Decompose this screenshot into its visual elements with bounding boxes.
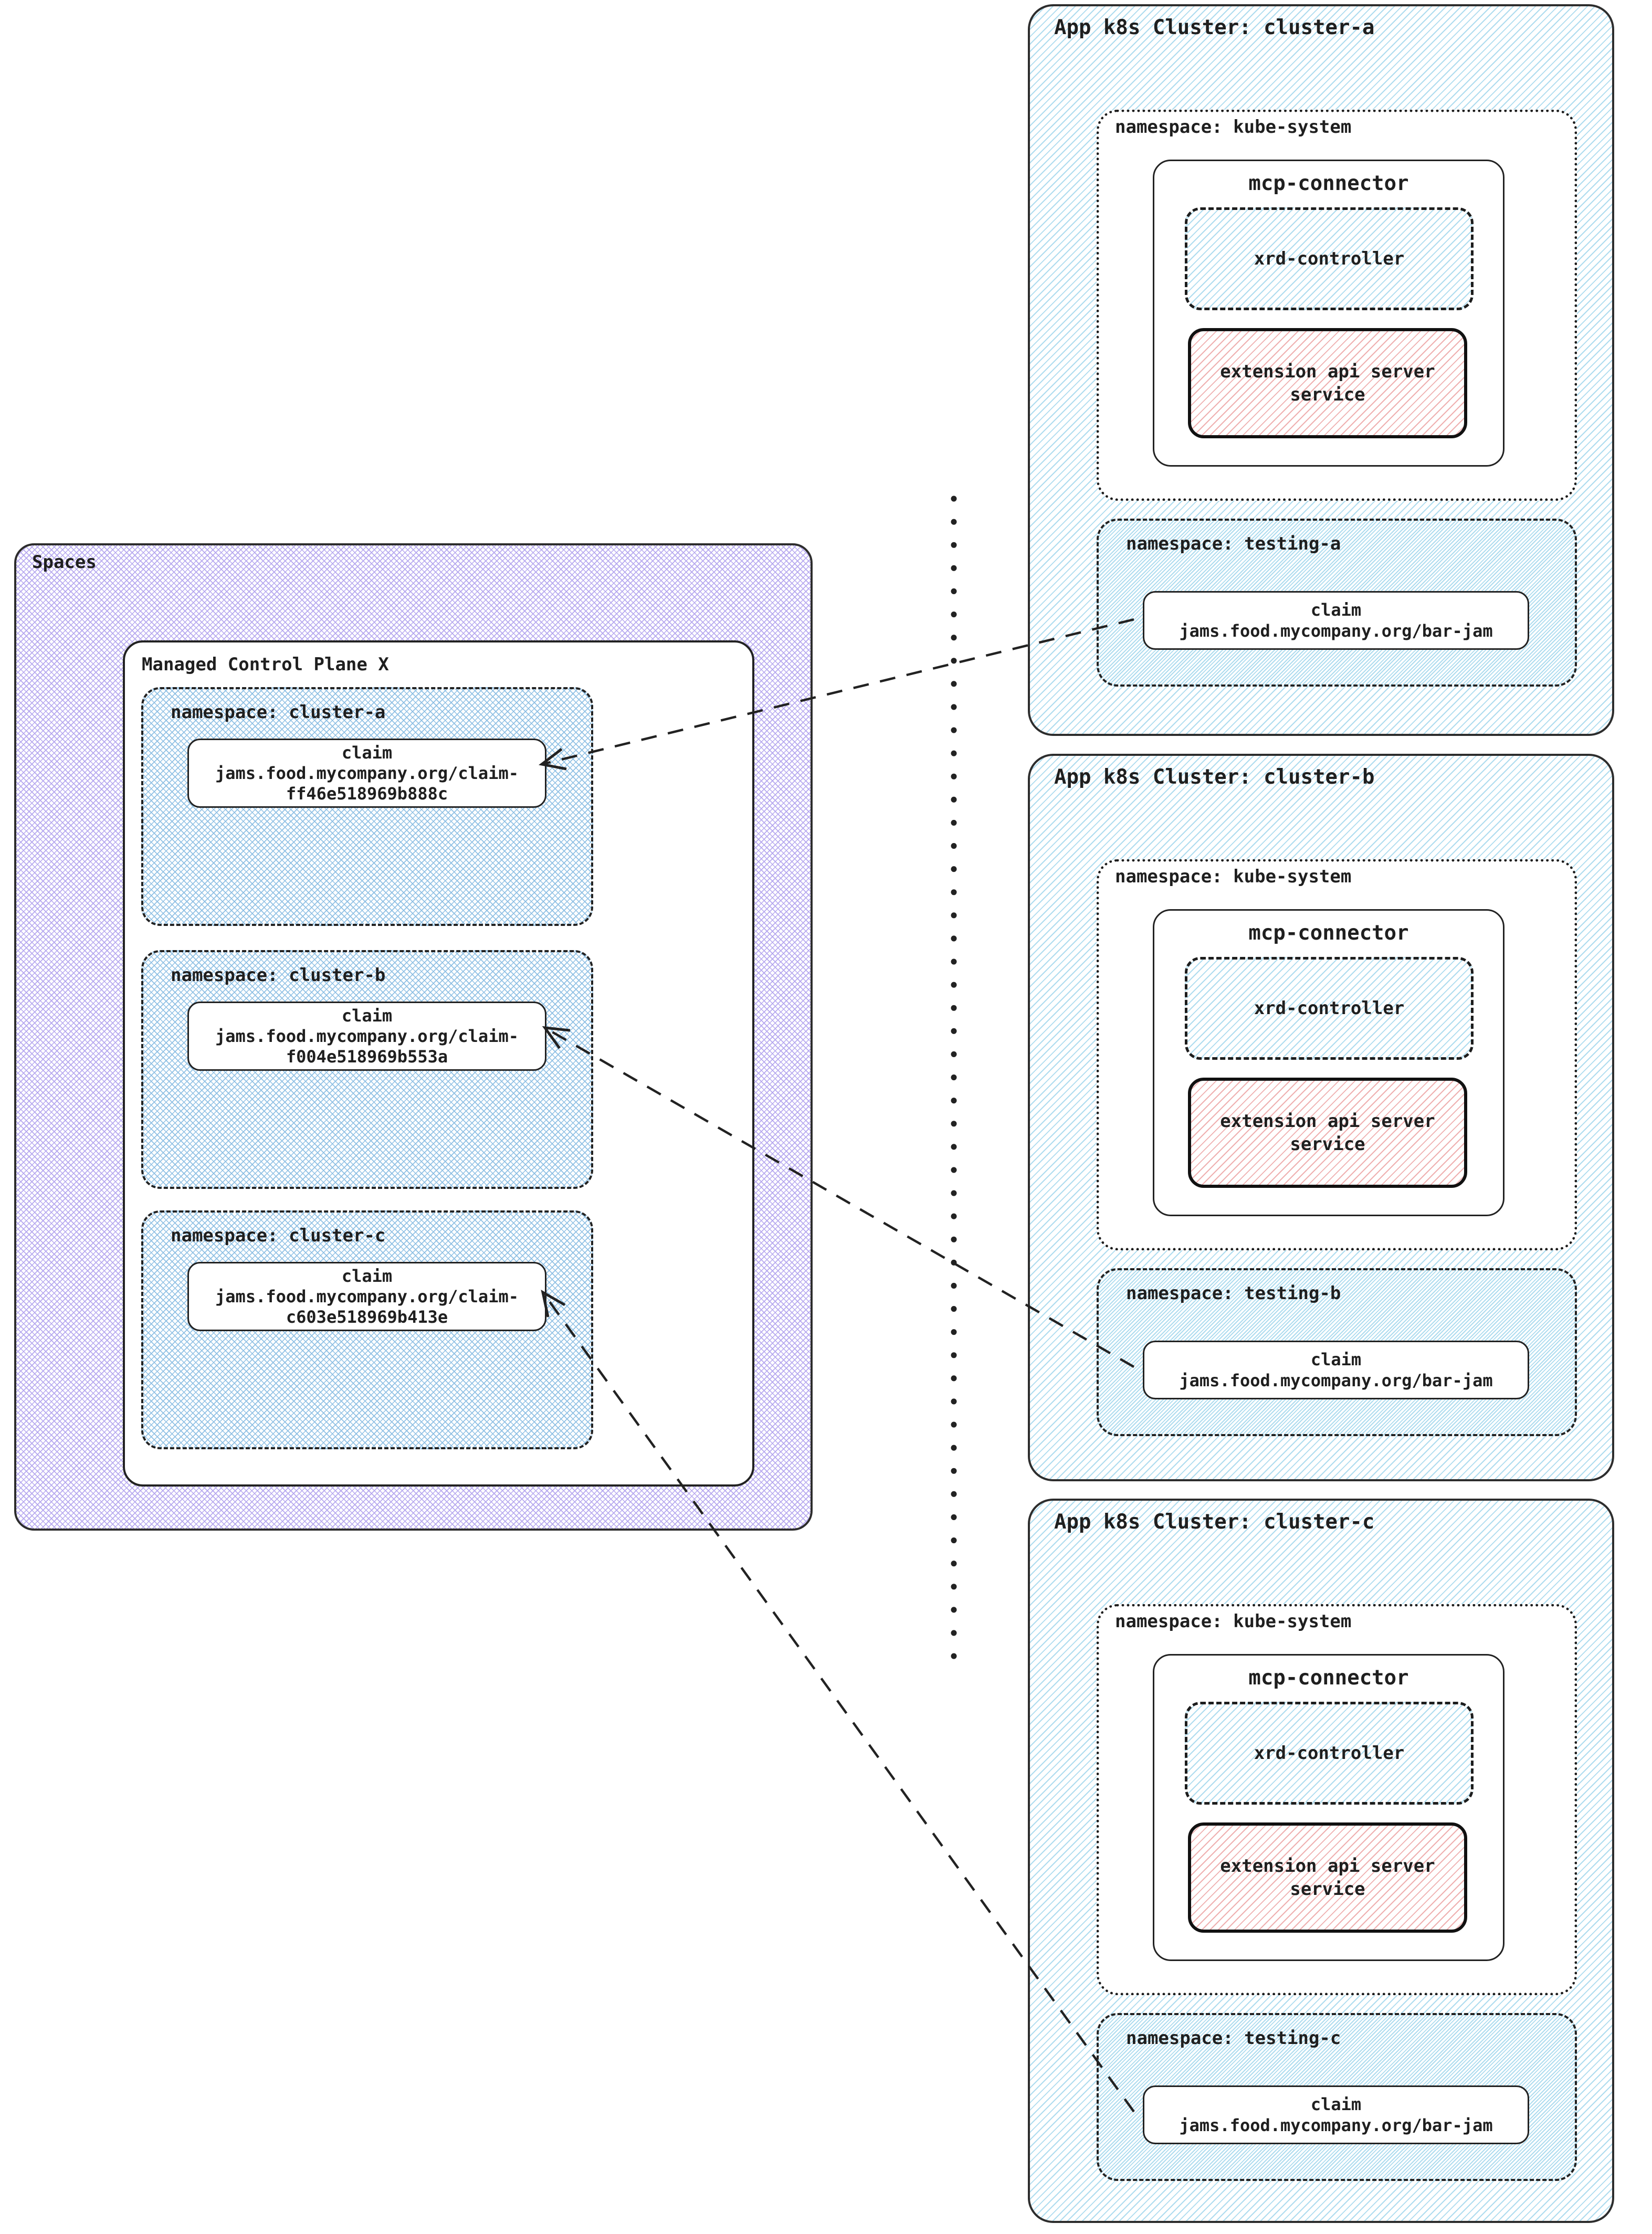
mcp-connector-box-b: mcp-connector xrd-controller extension a… [1153, 909, 1504, 1216]
claim-name-line1: jams.food.mycompany.org/claim- [215, 1026, 519, 1046]
xrd-controller-box-a: xrd-controller [1185, 207, 1474, 310]
claim-box-cluster-a: claim jams.food.mycompany.org/claim- ff4… [187, 739, 546, 808]
mcp-connector-box-c: mcp-connector xrd-controller extension a… [1153, 1654, 1504, 1961]
claim-title: claim [1310, 2094, 1362, 2114]
xrd-controller-label-c: xrd-controller [1254, 1743, 1405, 1764]
extension-api-server-box-b: extension api server service [1188, 1078, 1467, 1188]
app-cluster-c-box: App k8s Cluster: cluster-c namespace: ku… [1028, 1499, 1614, 2223]
claim-box-testing-c: claim jams.food.mycompany.org/bar-jam [1143, 2085, 1529, 2144]
spaces-box: Spaces Managed Control Plane X namespace… [14, 543, 813, 1531]
claim-box-testing-b: claim jams.food.mycompany.org/bar-jam [1143, 1341, 1529, 1399]
testing-c-namespace-box: namespace: testing-c claim jams.food.myc… [1097, 2013, 1577, 2181]
mcp-connector-title-a: mcp-connector [1248, 172, 1409, 195]
xrd-controller-label-b: xrd-controller [1254, 998, 1405, 1019]
xrd-controller-box-c: xrd-controller [1185, 1702, 1474, 1805]
mcp-connector-title-c: mcp-connector [1248, 1666, 1409, 1690]
claim-title: claim [341, 742, 393, 763]
xrd-controller-box-b: xrd-controller [1185, 957, 1474, 1060]
kube-system-label-b: namespace: kube-system [1115, 866, 1352, 887]
namespace-cluster-b-label: namespace: cluster-b [171, 965, 386, 986]
mcp-connector-box-a: mcp-connector xrd-controller extension a… [1153, 160, 1504, 467]
claim-name-line1: jams.food.mycompany.org/claim- [215, 1286, 519, 1306]
claim-name-line2: f004e518969b553a [286, 1046, 448, 1067]
claim-name: jams.food.mycompany.org/bar-jam [1179, 621, 1493, 641]
app-cluster-a-box: App k8s Cluster: cluster-a namespace: ku… [1028, 4, 1614, 736]
extension-api-server-box-c: extension api server service [1188, 1822, 1467, 1933]
claim-box-cluster-b: claim jams.food.mycompany.org/claim- f00… [187, 1002, 546, 1071]
claim-name: jams.food.mycompany.org/bar-jam [1179, 1371, 1493, 1390]
claim-name-line2: ff46e518969b888c [286, 783, 448, 804]
claim-title: claim [1310, 600, 1362, 620]
extension-api-server-box-a: extension api server service [1188, 328, 1467, 438]
testing-c-label: namespace: testing-c [1126, 2028, 1341, 2049]
extension-api-server-label-b: extension api server service [1220, 1111, 1435, 1155]
namespace-cluster-c-label: namespace: cluster-c [171, 1225, 386, 1246]
mcp-connector-title-b: mcp-connector [1248, 921, 1409, 945]
kube-system-label-c: namespace: kube-system [1115, 1611, 1352, 1632]
testing-b-namespace-box: namespace: testing-b claim jams.food.myc… [1097, 1268, 1577, 1436]
app-cluster-c-title: App k8s Cluster: cluster-c [1054, 1510, 1375, 1534]
spaces-label: Spaces [32, 552, 97, 573]
testing-a-label: namespace: testing-a [1126, 533, 1341, 554]
claim-title: claim [341, 1266, 393, 1286]
kube-system-label-a: namespace: kube-system [1115, 117, 1352, 138]
managed-control-plane-box: Managed Control Plane X namespace: clust… [123, 640, 754, 1487]
claim-title: claim [341, 1005, 393, 1026]
app-cluster-a-title: App k8s Cluster: cluster-a [1054, 16, 1375, 39]
testing-a-namespace-box: namespace: testing-a claim jams.food.myc… [1097, 519, 1577, 687]
namespace-cluster-a-label: namespace: cluster-a [171, 702, 386, 723]
namespace-cluster-b-box: namespace: cluster-b claim jams.food.myc… [141, 950, 593, 1189]
app-cluster-b-box: App k8s Cluster: cluster-b namespace: ku… [1028, 754, 1614, 1481]
namespace-cluster-c-box: namespace: cluster-c claim jams.food.myc… [141, 1210, 593, 1449]
managed-control-plane-title: Managed Control Plane X [142, 654, 389, 675]
testing-b-label: namespace: testing-b [1126, 1283, 1341, 1304]
claim-name-line1: jams.food.mycompany.org/claim- [215, 763, 519, 783]
namespace-cluster-a-box: namespace: cluster-a claim jams.food.myc… [141, 687, 593, 926]
claim-title: claim [1310, 1350, 1362, 1369]
app-cluster-b-title: App k8s Cluster: cluster-b [1054, 765, 1375, 789]
claim-box-cluster-c: claim jams.food.mycompany.org/claim- c60… [187, 1262, 546, 1331]
extension-api-server-label-c: extension api server service [1220, 1856, 1435, 1900]
claim-box-testing-a: claim jams.food.mycompany.org/bar-jam [1143, 591, 1529, 650]
xrd-controller-label-a: xrd-controller [1254, 248, 1405, 269]
claim-name-line2: c603e518969b413e [286, 1306, 448, 1327]
claim-name: jams.food.mycompany.org/bar-jam [1179, 2115, 1493, 2135]
extension-api-server-label-a: extension api server service [1220, 361, 1435, 405]
